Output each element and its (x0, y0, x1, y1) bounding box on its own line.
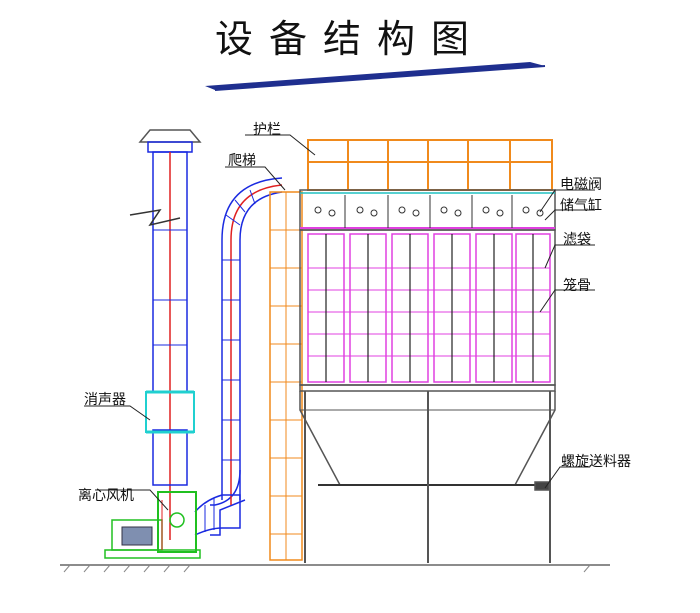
leader-lines (84, 134, 595, 511)
guardrail (307, 139, 553, 191)
label-screw-conveyor: 螺旋送料器 (561, 454, 631, 470)
ladder (269, 191, 303, 561)
ash-hopper (299, 384, 556, 563)
label-filter-bag: 滤袋 (563, 232, 591, 248)
top-plenum (299, 189, 556, 231)
label-air-tank: 储气缸 (560, 197, 602, 214)
label-fan: 离心风机 (78, 487, 134, 504)
label-cage: 笼骨 (563, 277, 591, 294)
filter-chamber (299, 229, 556, 386)
title-banner (205, 62, 546, 91)
page-title: 设备结构图 (214, 17, 485, 61)
inlet-duct (194, 177, 283, 536)
label-solenoid-valve: 电磁阀 (560, 177, 602, 193)
label-ladder: 爬梯 (228, 153, 256, 169)
silencer (145, 390, 195, 434)
exhaust-stack (129, 129, 202, 540)
label-guardrail: 护栏 (253, 122, 281, 138)
label-silencer: 消声器 (84, 392, 126, 408)
centrifugal-fan (104, 491, 201, 559)
